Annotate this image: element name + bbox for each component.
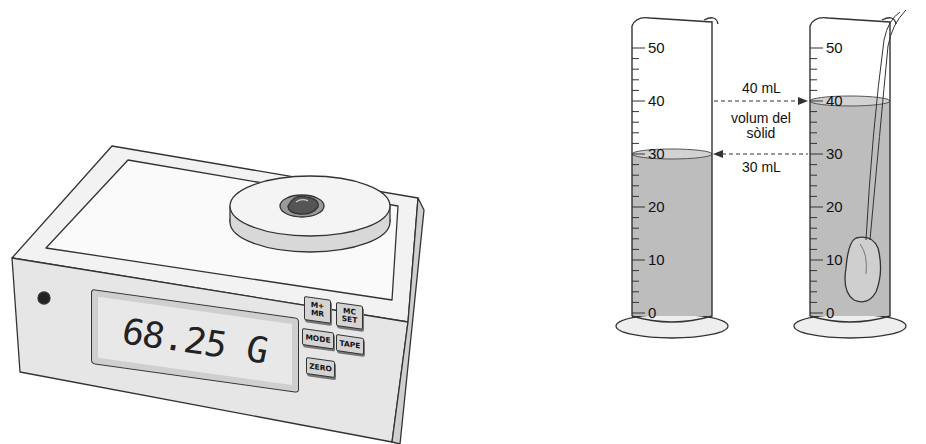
scale-number: 10 bbox=[648, 252, 665, 269]
scale-number: 50 bbox=[648, 40, 665, 57]
scale-tick bbox=[632, 48, 645, 49]
scale-tick bbox=[632, 249, 639, 250]
scale-tick bbox=[632, 217, 639, 218]
scale-number: 30 bbox=[826, 146, 843, 163]
button-label: MODE bbox=[305, 333, 330, 344]
scale-tick bbox=[632, 302, 639, 303]
scale-tick bbox=[810, 249, 817, 250]
scale-tick bbox=[632, 132, 639, 133]
scale-tick bbox=[810, 291, 817, 292]
scale-number: 0 bbox=[648, 305, 656, 322]
button-label: MR bbox=[311, 309, 324, 319]
scale-tick bbox=[632, 270, 639, 271]
button-label: SET bbox=[342, 315, 358, 325]
scale-tick bbox=[632, 154, 645, 155]
volume-callout: 40 mL bbox=[740, 81, 783, 96]
scale-number: 50 bbox=[826, 40, 843, 57]
scale-tick bbox=[632, 260, 645, 261]
scale-tick bbox=[632, 185, 639, 186]
scale-number: 20 bbox=[826, 199, 843, 216]
scale-tick bbox=[632, 207, 645, 208]
scale-tick bbox=[810, 217, 817, 218]
scale-tick bbox=[632, 196, 639, 197]
scale-tick bbox=[810, 111, 817, 112]
scale-tick bbox=[632, 122, 639, 123]
display-reading: 68.25 G bbox=[123, 312, 268, 370]
cylinders bbox=[616, 10, 906, 338]
scale-tick bbox=[810, 175, 817, 176]
scale-tick bbox=[810, 185, 817, 186]
scale-tick bbox=[810, 143, 817, 144]
button-label: ZERO bbox=[309, 362, 332, 373]
scale-tick bbox=[810, 69, 817, 70]
scale-tick bbox=[810, 302, 817, 303]
scale-tick bbox=[810, 270, 817, 271]
scale-tick bbox=[632, 228, 639, 229]
scale-tick bbox=[632, 238, 639, 239]
scale-tick bbox=[632, 143, 639, 144]
scale-tick bbox=[632, 90, 639, 91]
scale-tick bbox=[632, 58, 639, 59]
scale-tick bbox=[810, 207, 823, 208]
scale-tick bbox=[810, 101, 823, 102]
scale-tick bbox=[632, 69, 639, 70]
scale-tick bbox=[810, 313, 823, 314]
balance-button: M+MR bbox=[304, 296, 331, 324]
scale-number: 0 bbox=[826, 305, 834, 322]
scale-tick bbox=[632, 111, 639, 112]
scale-tick bbox=[810, 90, 817, 91]
scale-tick bbox=[810, 238, 817, 239]
scale-tick bbox=[632, 101, 645, 102]
scale-tick bbox=[810, 48, 823, 49]
scale-tick bbox=[810, 58, 817, 59]
balance bbox=[12, 146, 424, 444]
scale-tick bbox=[632, 79, 639, 80]
scale-tick bbox=[632, 281, 639, 282]
scale-tick bbox=[810, 281, 817, 282]
balance-button: TAPE bbox=[336, 334, 364, 355]
scale-tick bbox=[810, 154, 823, 155]
scale-tick bbox=[810, 228, 817, 229]
scale-tick bbox=[632, 175, 639, 176]
scale-number: 10 bbox=[826, 252, 843, 269]
scale-tick bbox=[632, 291, 639, 292]
scale-tick bbox=[810, 164, 817, 165]
scale-tick bbox=[632, 164, 639, 165]
balance-button: MODE bbox=[302, 328, 334, 349]
balance-button: ZERO bbox=[306, 357, 335, 378]
scale-tick bbox=[810, 132, 817, 133]
scale-number: 20 bbox=[648, 199, 665, 216]
scale-tick bbox=[810, 79, 817, 80]
scale-number: 40 bbox=[826, 93, 843, 110]
scale-number: 40 bbox=[648, 93, 665, 110]
leader-arrows bbox=[713, 97, 808, 158]
scale-tick bbox=[810, 196, 817, 197]
button-label: TAPE bbox=[340, 339, 361, 350]
balance-button: MCSET bbox=[336, 302, 363, 330]
scale-number: 30 bbox=[648, 146, 665, 163]
volume-callout: 30 mL bbox=[740, 160, 783, 175]
scale-tick bbox=[632, 313, 645, 314]
scale-tick bbox=[810, 122, 817, 123]
balance-display: 68.25 G bbox=[92, 290, 298, 392]
volume-callout: volum del sòlid bbox=[720, 111, 802, 142]
scale-tick bbox=[810, 260, 823, 261]
